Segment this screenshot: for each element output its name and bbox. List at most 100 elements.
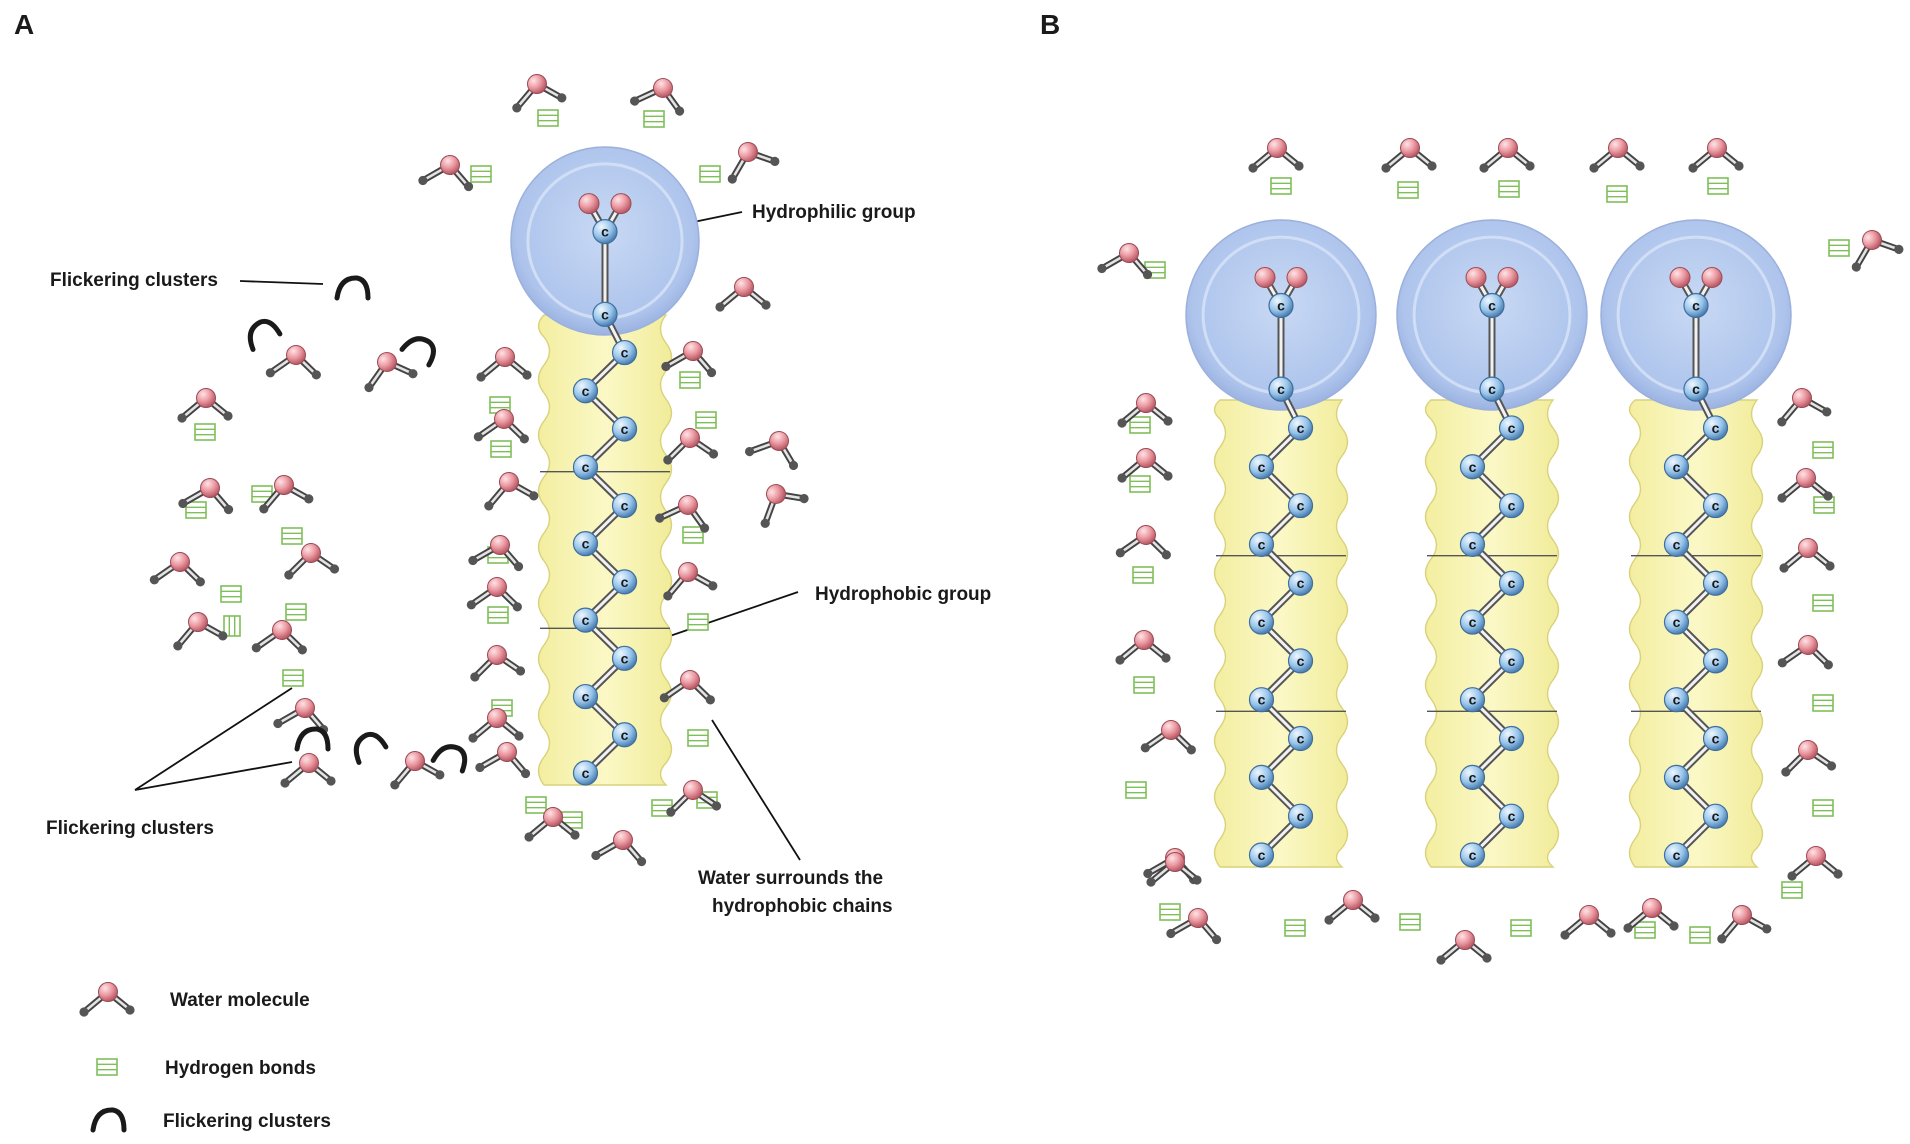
hydrogen-bond [1270,177,1292,195]
hydrogen-bond [1399,913,1421,931]
carbon-atom: c [1498,492,1525,519]
water-molecule [265,345,321,380]
svg-text:c: c [621,345,629,361]
water-molecule [468,708,524,743]
carbon-atom: c [1287,725,1314,752]
water-molecule [1560,905,1616,940]
panel-b-label: B [1040,9,1060,40]
svg-text:c: c [582,536,590,552]
carbon-atom: c [1287,415,1314,441]
carbon-atom: c [1663,531,1690,558]
svg-text:c: c [1297,731,1305,747]
svg-text:c: c [601,306,609,322]
carbon-atom: c [1663,842,1690,868]
water-molecule [661,341,717,378]
carbon-atom: c [1663,764,1690,790]
carbon-atom: c [1663,454,1690,480]
carbon-atom: c [572,607,599,633]
carbon-atom: c [1459,764,1486,790]
label-flickering-clusters-top: Flickering clusters [50,270,218,291]
svg-text:c: c [1673,692,1681,708]
hydrogen-bond [1129,475,1151,493]
panel-a-label: A [14,9,34,40]
hydrogen-bond [682,526,704,544]
carbon-atom: c [1459,531,1486,558]
water-molecule [177,388,233,423]
water-molecule [1777,388,1832,427]
legend-flickering-clusters: Flickering clusters [90,1107,331,1133]
water-molecule [468,535,524,572]
water-molecule [1117,448,1173,483]
hydrogen-bond [1132,566,1154,584]
legend-hbond-label: Hydrogen bonds [165,1058,316,1079]
hydrogen-bond [695,411,717,429]
svg-text:c: c [1508,731,1516,747]
hydrogen-bond [643,110,665,128]
water-molecule [715,277,771,312]
svg-text:c: c [1508,498,1516,514]
water-molecule [666,780,722,817]
carbon-atom: c [1683,292,1709,319]
label-hydrophobic-group: Hydrophobic group [815,584,991,605]
water-molecule [1117,393,1173,428]
carbon-atom: c [1663,609,1690,635]
carbon-atom: c [1683,376,1709,402]
svg-text:c: c [1508,808,1516,824]
carbon-atom: c [1498,415,1525,441]
svg-text:c: c [582,765,590,781]
svg-text:c: c [621,574,629,590]
water-molecule [1436,930,1492,965]
svg-text:c: c [1673,847,1681,863]
svg-text:c: c [1508,575,1516,591]
hydrogen-bond [1159,903,1181,921]
water-molecule [280,753,336,788]
svg-text:c: c [1258,536,1266,552]
carbon-atom: c [1459,609,1486,635]
carbon-atom: c [611,645,638,671]
carbon-atom: c [1702,492,1729,519]
flickering-cluster-arrow-icon [90,1107,127,1133]
svg-text:c: c [1488,381,1496,397]
svg-text:c: c [1712,653,1720,669]
svg-text:c: c [1469,536,1477,552]
water-molecule [251,620,307,655]
water-molecule [1717,905,1772,944]
carbon-atom: c [1268,376,1294,402]
water-molecule [1248,138,1304,173]
legend-water-glyph [79,982,135,1017]
legend-water-label: Water molecule [170,990,310,1011]
svg-text:c: c [1469,459,1477,475]
hydrogen-bond [537,109,559,127]
water-molecule [655,495,710,533]
hydrogen-bond [1129,416,1151,434]
svg-text:c: c [601,224,609,240]
svg-text:c: c [1469,692,1477,708]
svg-text:c: c [1673,459,1681,475]
hydrogen-bond [1510,919,1532,937]
hydrogen-bond [1812,441,1834,459]
oxygen-atom [1669,267,1691,288]
carbon-atom: c [592,219,618,245]
carbon-atom: c [1248,454,1275,480]
label-flickering-clusters-bottom: Flickering clusters [46,818,214,839]
svg-text:c: c [1508,420,1516,436]
water-molecule [1777,468,1833,503]
flickering-arrow [399,336,436,368]
hydrogen-bond [687,613,709,631]
water-molecule [390,751,445,790]
water-molecule [1115,630,1171,665]
legend-hbond-glyph [96,1058,118,1076]
svg-text:c: c [1469,614,1477,630]
hydrophobic-tail [1628,399,1764,868]
hydrophobic-tail [537,314,673,786]
water-molecule [173,612,228,651]
carbon-atom: c [1287,570,1314,596]
pointer-hydrophobic [663,591,799,639]
carbon-atom: c [572,454,599,480]
water-molecule [1381,138,1437,173]
water-molecule [1166,908,1222,945]
